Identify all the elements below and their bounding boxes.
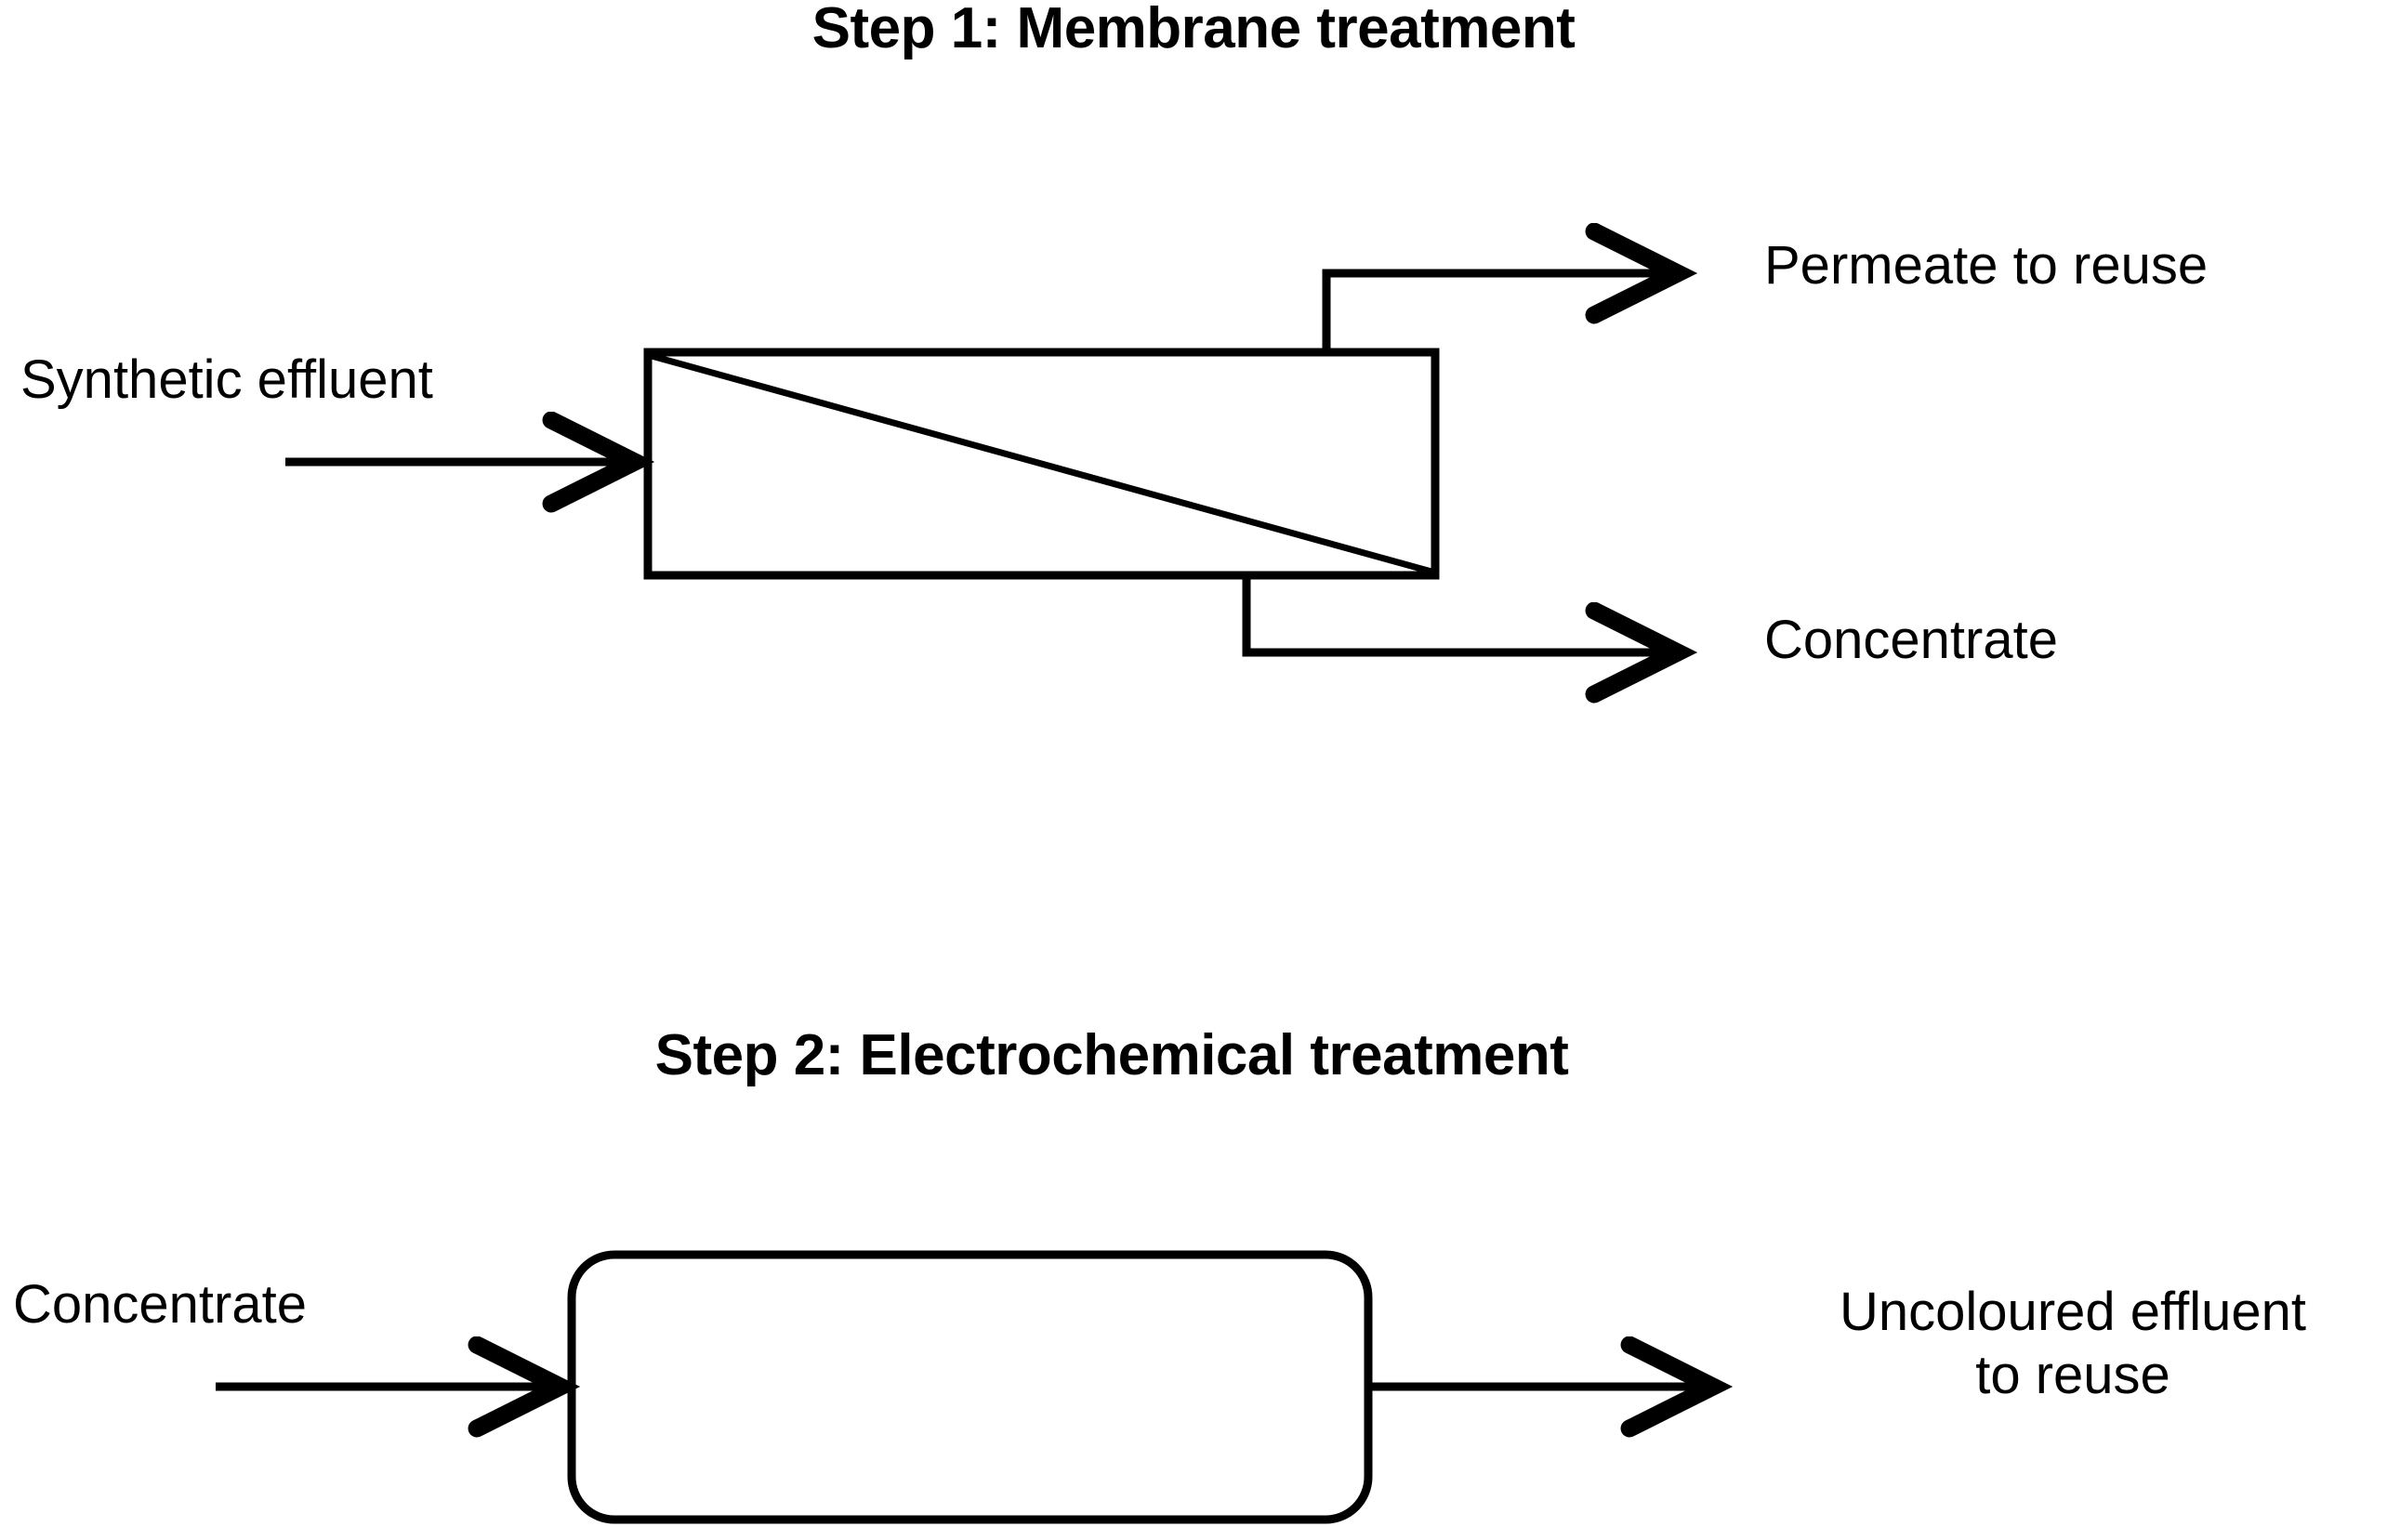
- label-uncoloured-line-1: Uncoloured effluent: [1840, 1282, 2306, 1342]
- step-2-title: Step 2: Electrochemical treatment: [654, 1023, 1569, 1087]
- label-concentrate-output: Concentrate: [1764, 610, 2058, 670]
- electrochemical-reactor-box: [567, 1250, 1373, 1524]
- step-1-title: Step 1: Membrane treatment: [811, 0, 1576, 60]
- concentrate-flow-arrow: [1242, 575, 1678, 652]
- label-permeate-to-reuse: Permeate to reuse: [1764, 235, 2209, 296]
- label-synthetic-effluent: Synthetic effluent: [20, 349, 433, 410]
- permeate-flow-arrow: [1322, 273, 1678, 352]
- label-concentrate-input: Concentrate: [13, 1274, 307, 1335]
- label-uncoloured-line-2: to reuse: [1975, 1345, 2170, 1406]
- membrane-diagonal-line: [651, 352, 1432, 575]
